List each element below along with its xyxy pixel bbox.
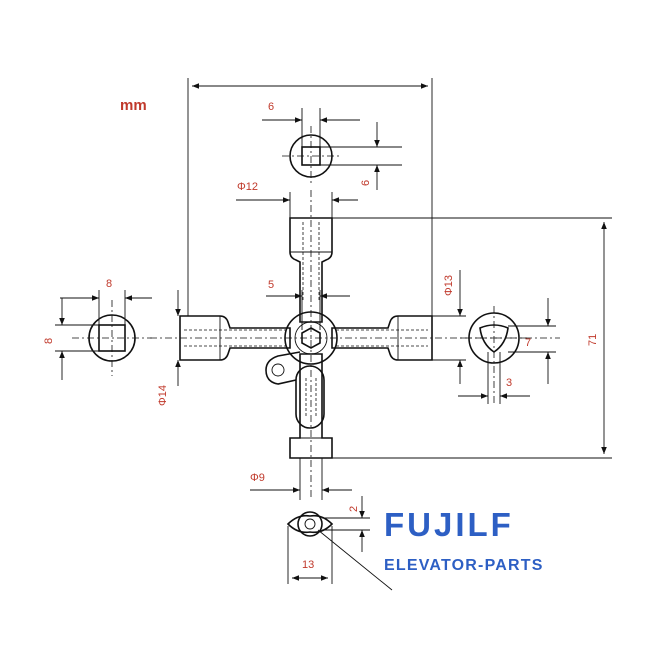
overall-height-dimension — [332, 217, 612, 459]
dim-bottom-width: 13 — [302, 559, 314, 571]
brand-tagline: ELEVATOR-PARTS — [384, 557, 544, 574]
dim-shaft-top — [236, 192, 358, 218]
dim-bottom-blade: 2 — [348, 506, 360, 512]
dim-shaft-right-dia: Φ13 — [443, 275, 455, 296]
dim-center-hex — [266, 290, 350, 330]
dim-shaft-bottom-dia: Φ9 — [250, 472, 265, 484]
overall-width-dimension — [187, 78, 433, 316]
unit-label: mm — [120, 97, 147, 114]
dim-shaft-top-dia: Φ12 — [237, 181, 258, 193]
brand-logo-text: FUJILF — [384, 506, 514, 543]
cross-key-body — [150, 190, 560, 500]
bottom-tip-view — [286, 496, 393, 591]
dim-shaft-bottom — [250, 458, 352, 500]
dim-left-tip-width: 8 — [106, 278, 112, 290]
right-tip-view — [458, 298, 556, 404]
dim-overall-height: 71 — [587, 334, 599, 346]
left-tip-view — [55, 290, 152, 380]
dim-left-tip-height: 8 — [43, 338, 55, 344]
dim-triangle-width: 3 — [506, 377, 512, 389]
dim-top-tip-width: 6 — [268, 101, 274, 113]
dim-triangle-height: 7 — [525, 337, 531, 349]
dim-shaft-left-dia: Φ14 — [157, 385, 169, 406]
dim-shaft-right — [432, 270, 466, 384]
dim-top-tip-height: 6 — [360, 180, 372, 186]
top-tip-view — [262, 108, 402, 190]
dim-center-hex-label: 5 — [268, 279, 274, 291]
